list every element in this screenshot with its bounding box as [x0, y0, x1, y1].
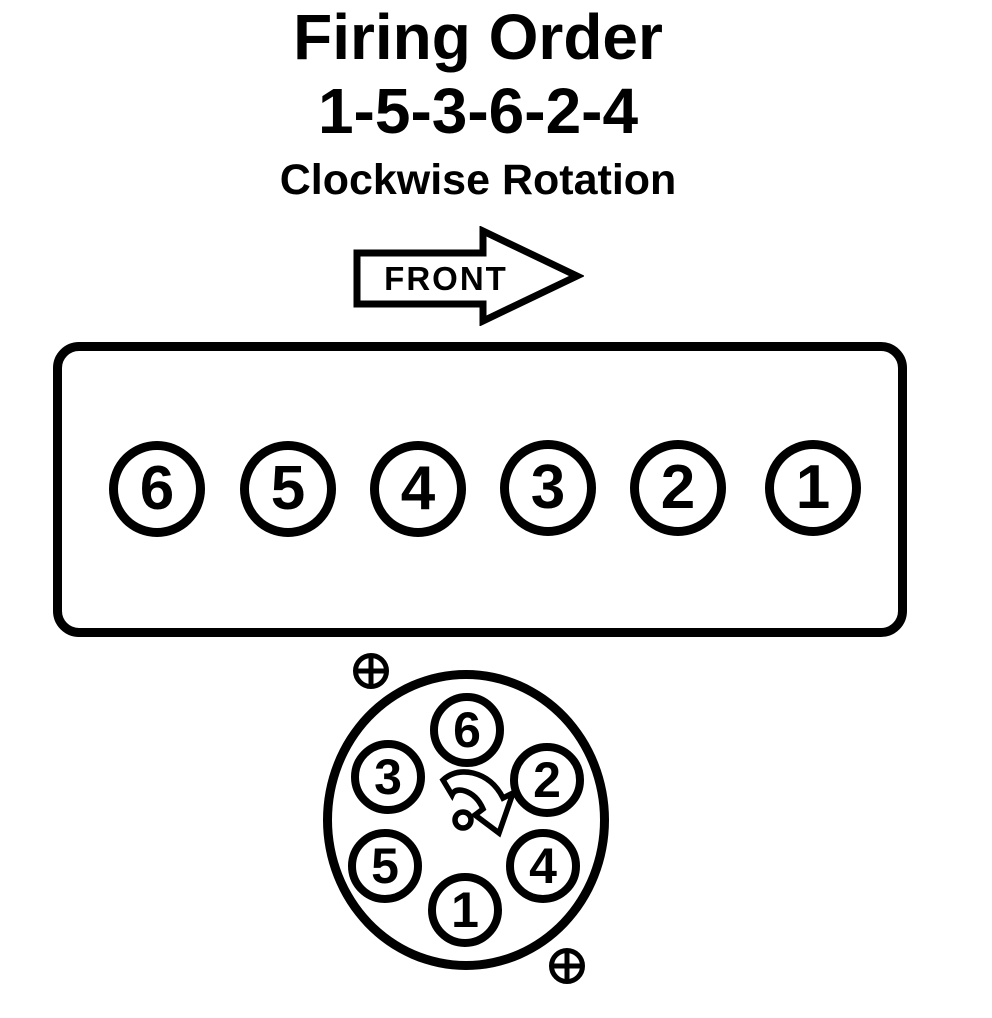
front-label: FRONT [384, 260, 508, 297]
distributor-terminal: 1 [428, 873, 502, 947]
front-direction-arrow: FRONT [350, 226, 584, 326]
cylinder-circle: 3 [500, 440, 596, 536]
cylinder-circle: 5 [240, 441, 336, 537]
screw-icon [353, 653, 389, 689]
cylinder-circle: 2 [630, 440, 726, 536]
distributor-terminal: 5 [348, 829, 422, 903]
cylinder-circle: 1 [765, 440, 861, 536]
firing-order-sequence: 1-5-3-6-2-4 [317, 75, 639, 147]
distributor-terminal: 2 [510, 743, 584, 817]
clockwise-rotation-arrow-icon [439, 769, 518, 838]
distributor-terminal: 6 [430, 693, 504, 767]
screw-icon [549, 948, 585, 984]
rotation-note: Clockwise Rotation [279, 156, 677, 204]
rotor-pivot-icon [452, 809, 474, 831]
distributor-terminal: 3 [351, 740, 425, 814]
right-arrow-icon [353, 226, 584, 326]
distributor-terminal: 4 [506, 829, 580, 903]
page-title: Firing Order [293, 1, 663, 73]
cylinder-circle: 4 [370, 441, 466, 537]
cylinder-circle: 6 [109, 441, 205, 537]
